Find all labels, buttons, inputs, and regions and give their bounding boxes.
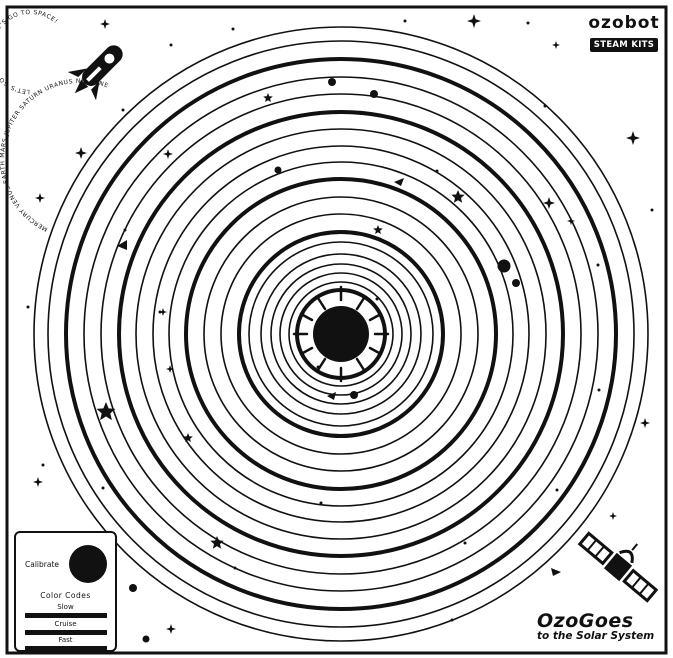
code-label-slow: Slow [16, 603, 115, 611]
ozobot-wordmark: ozobot [588, 14, 660, 32]
planet-dot [275, 167, 282, 174]
code-bar-fast[interactable] [25, 646, 107, 651]
planet-dot [350, 391, 358, 399]
code-label-cruise: Cruise [16, 620, 115, 628]
title-main: OzoGoes [537, 610, 661, 632]
planet-dot [143, 636, 150, 643]
calibrate-label: Calibrate [25, 560, 59, 569]
color-codes-label: Color Codes [16, 591, 115, 600]
planet-dot [328, 78, 336, 86]
calibrate-dot[interactable] [69, 545, 107, 583]
code-label-fast: Fast [16, 636, 115, 644]
code-bar-slow[interactable] [25, 613, 107, 618]
steam-kits-badge: STEAM KITS [590, 38, 658, 52]
calibration-panel: Calibrate Color Codes Slow Cruise Fast [14, 531, 117, 652]
code-bar-cruise[interactable] [25, 630, 107, 635]
ozobot-logo: ozobot STEAM KITS [588, 14, 660, 52]
planet-dot [498, 260, 511, 273]
planet-dot [129, 584, 137, 592]
title-sub: to the Solar System [537, 630, 661, 642]
board-title: OzoGoes to the Solar System [537, 610, 661, 642]
planet-dot [512, 279, 520, 287]
planet-dot [370, 90, 378, 98]
